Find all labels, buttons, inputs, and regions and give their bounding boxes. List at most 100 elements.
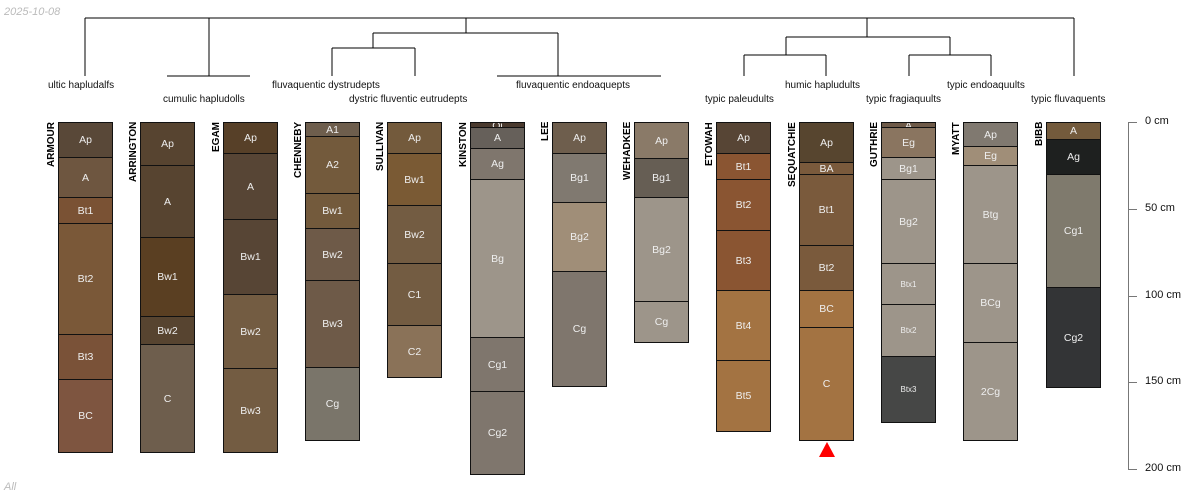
profile-name: ARMOUR [46,122,57,167]
horizon: Cg [305,367,360,441]
horizon: Bt2 [716,179,771,231]
horizon: Bg1 [881,157,936,180]
horizon: Eg [881,127,936,158]
horizon: Bt3 [58,334,113,380]
horizon: Bw1 [223,219,278,295]
taxon-label: fluvaquentic endoaquepts [516,80,630,91]
horizon: C [140,344,195,453]
horizon: Ap [634,122,689,159]
taxon-label: typic fluvaquents [1031,94,1106,105]
depth-axis-line [1128,122,1129,469]
horizon: Ap [552,122,607,154]
horizon: Btg [963,165,1018,264]
horizon: Cg1 [1046,174,1101,288]
horizon: Eg [963,146,1018,166]
depth-axis-label: 200 cm [1145,462,1182,474]
horizon: BCg [963,263,1018,343]
taxon-label: fluvaquentic dystrudepts [272,80,380,91]
horizon: Bt3 [716,230,771,291]
horizon: Ap [387,122,442,154]
horizon: C1 [387,263,442,326]
horizon: Ap [223,122,278,154]
horizon: Ag [470,148,525,180]
horizon: A2 [305,136,360,194]
horizon: Ag [1046,139,1101,175]
depth-axis-label: 0 cm [1145,115,1169,127]
horizon: Bt2 [58,223,113,335]
profile-name: ARRINGTON [128,121,139,182]
depth-axis-label: 100 cm [1145,289,1182,301]
taxon-label: typic fragiaquults [866,94,942,105]
horizon: Bg2 [634,197,689,302]
profile-name: BIBB [1034,121,1045,146]
horizon: Bw3 [305,280,360,368]
horizon: Bw1 [140,237,195,317]
taxon-label: dystric fluventic eutrudepts [349,94,468,105]
horizon: Bw2 [387,205,442,264]
horizon: Bw2 [305,228,360,281]
horizon: A [470,127,525,149]
depth-axis-tick [1128,382,1137,383]
horizon: Bw2 [223,294,278,369]
horizon: A1 [305,122,360,137]
dendrogram-branch [84,17,1075,76]
horizon: 2Cg [963,342,1018,441]
horizon: Bw1 [305,193,360,229]
dendrogram-branch [331,18,661,77]
horizon: Ap [716,122,771,154]
horizon: Bw1 [387,153,442,206]
dendrogram [84,17,1075,77]
depth-axis-tick [1128,296,1137,297]
horizon: Btx1 [881,263,936,305]
horizon: C2 [387,325,442,378]
horizon: Btx3 [881,356,936,423]
truncation-marker-icon [818,442,835,457]
horizon: BC [799,290,854,328]
dendrogram-branch [167,18,250,77]
horizon: Cg [552,271,607,387]
horizon: C [799,327,854,441]
depth-axis-tick [1128,469,1137,470]
footer-label: All [4,481,17,493]
profile-name: CHENNEBY [293,121,304,178]
horizon: Bg1 [634,158,689,198]
horizon: Ap [140,122,195,166]
depth-axis-tick [1128,209,1137,210]
horizon: Cg1 [470,337,525,392]
horizon: Bt1 [58,197,113,224]
horizon: Ap [799,122,854,163]
profile-name: KINSTON [458,122,469,167]
profile-name: LEE [540,121,551,141]
profile-name: EGAM [211,122,222,152]
horizon: A [140,165,195,238]
profile-name: WEHADKEE [622,121,633,180]
depth-axis-tick [1128,122,1137,123]
horizon: Bt5 [716,360,771,432]
horizon: Bt1 [716,153,771,180]
horizon: A [1046,122,1101,140]
taxon-label: cumulic hapludolls [163,94,245,105]
horizon: Bg2 [552,202,607,272]
profile-name: ETOWAH [704,122,715,166]
horizon: Bg1 [552,153,607,203]
horizon: Cg2 [1046,287,1101,388]
depth-axis-label: 50 cm [1145,202,1175,214]
horizon: Btx2 [881,304,936,357]
horizon: A [223,153,278,220]
horizon: Cg [634,301,689,343]
taxon-label: ultic hapludalfs [48,80,115,91]
profile-name: SULLIVAN [375,121,386,171]
horizon: Bt2 [799,245,854,291]
dendrogram-branch [743,18,992,76]
horizon: Bg2 [881,179,936,264]
horizon: Bw3 [223,368,278,453]
horizon: BC [58,379,113,453]
profile-name: SEQUATCHIE [787,122,798,187]
depth-axis-label: 150 cm [1145,375,1182,387]
horizon: Bt1 [799,174,854,246]
profile-name: GUTHRIE [869,122,880,167]
taxon-label: humic hapludults [785,80,861,91]
horizon: Ap [963,122,1018,147]
horizon: Bt4 [716,290,771,361]
